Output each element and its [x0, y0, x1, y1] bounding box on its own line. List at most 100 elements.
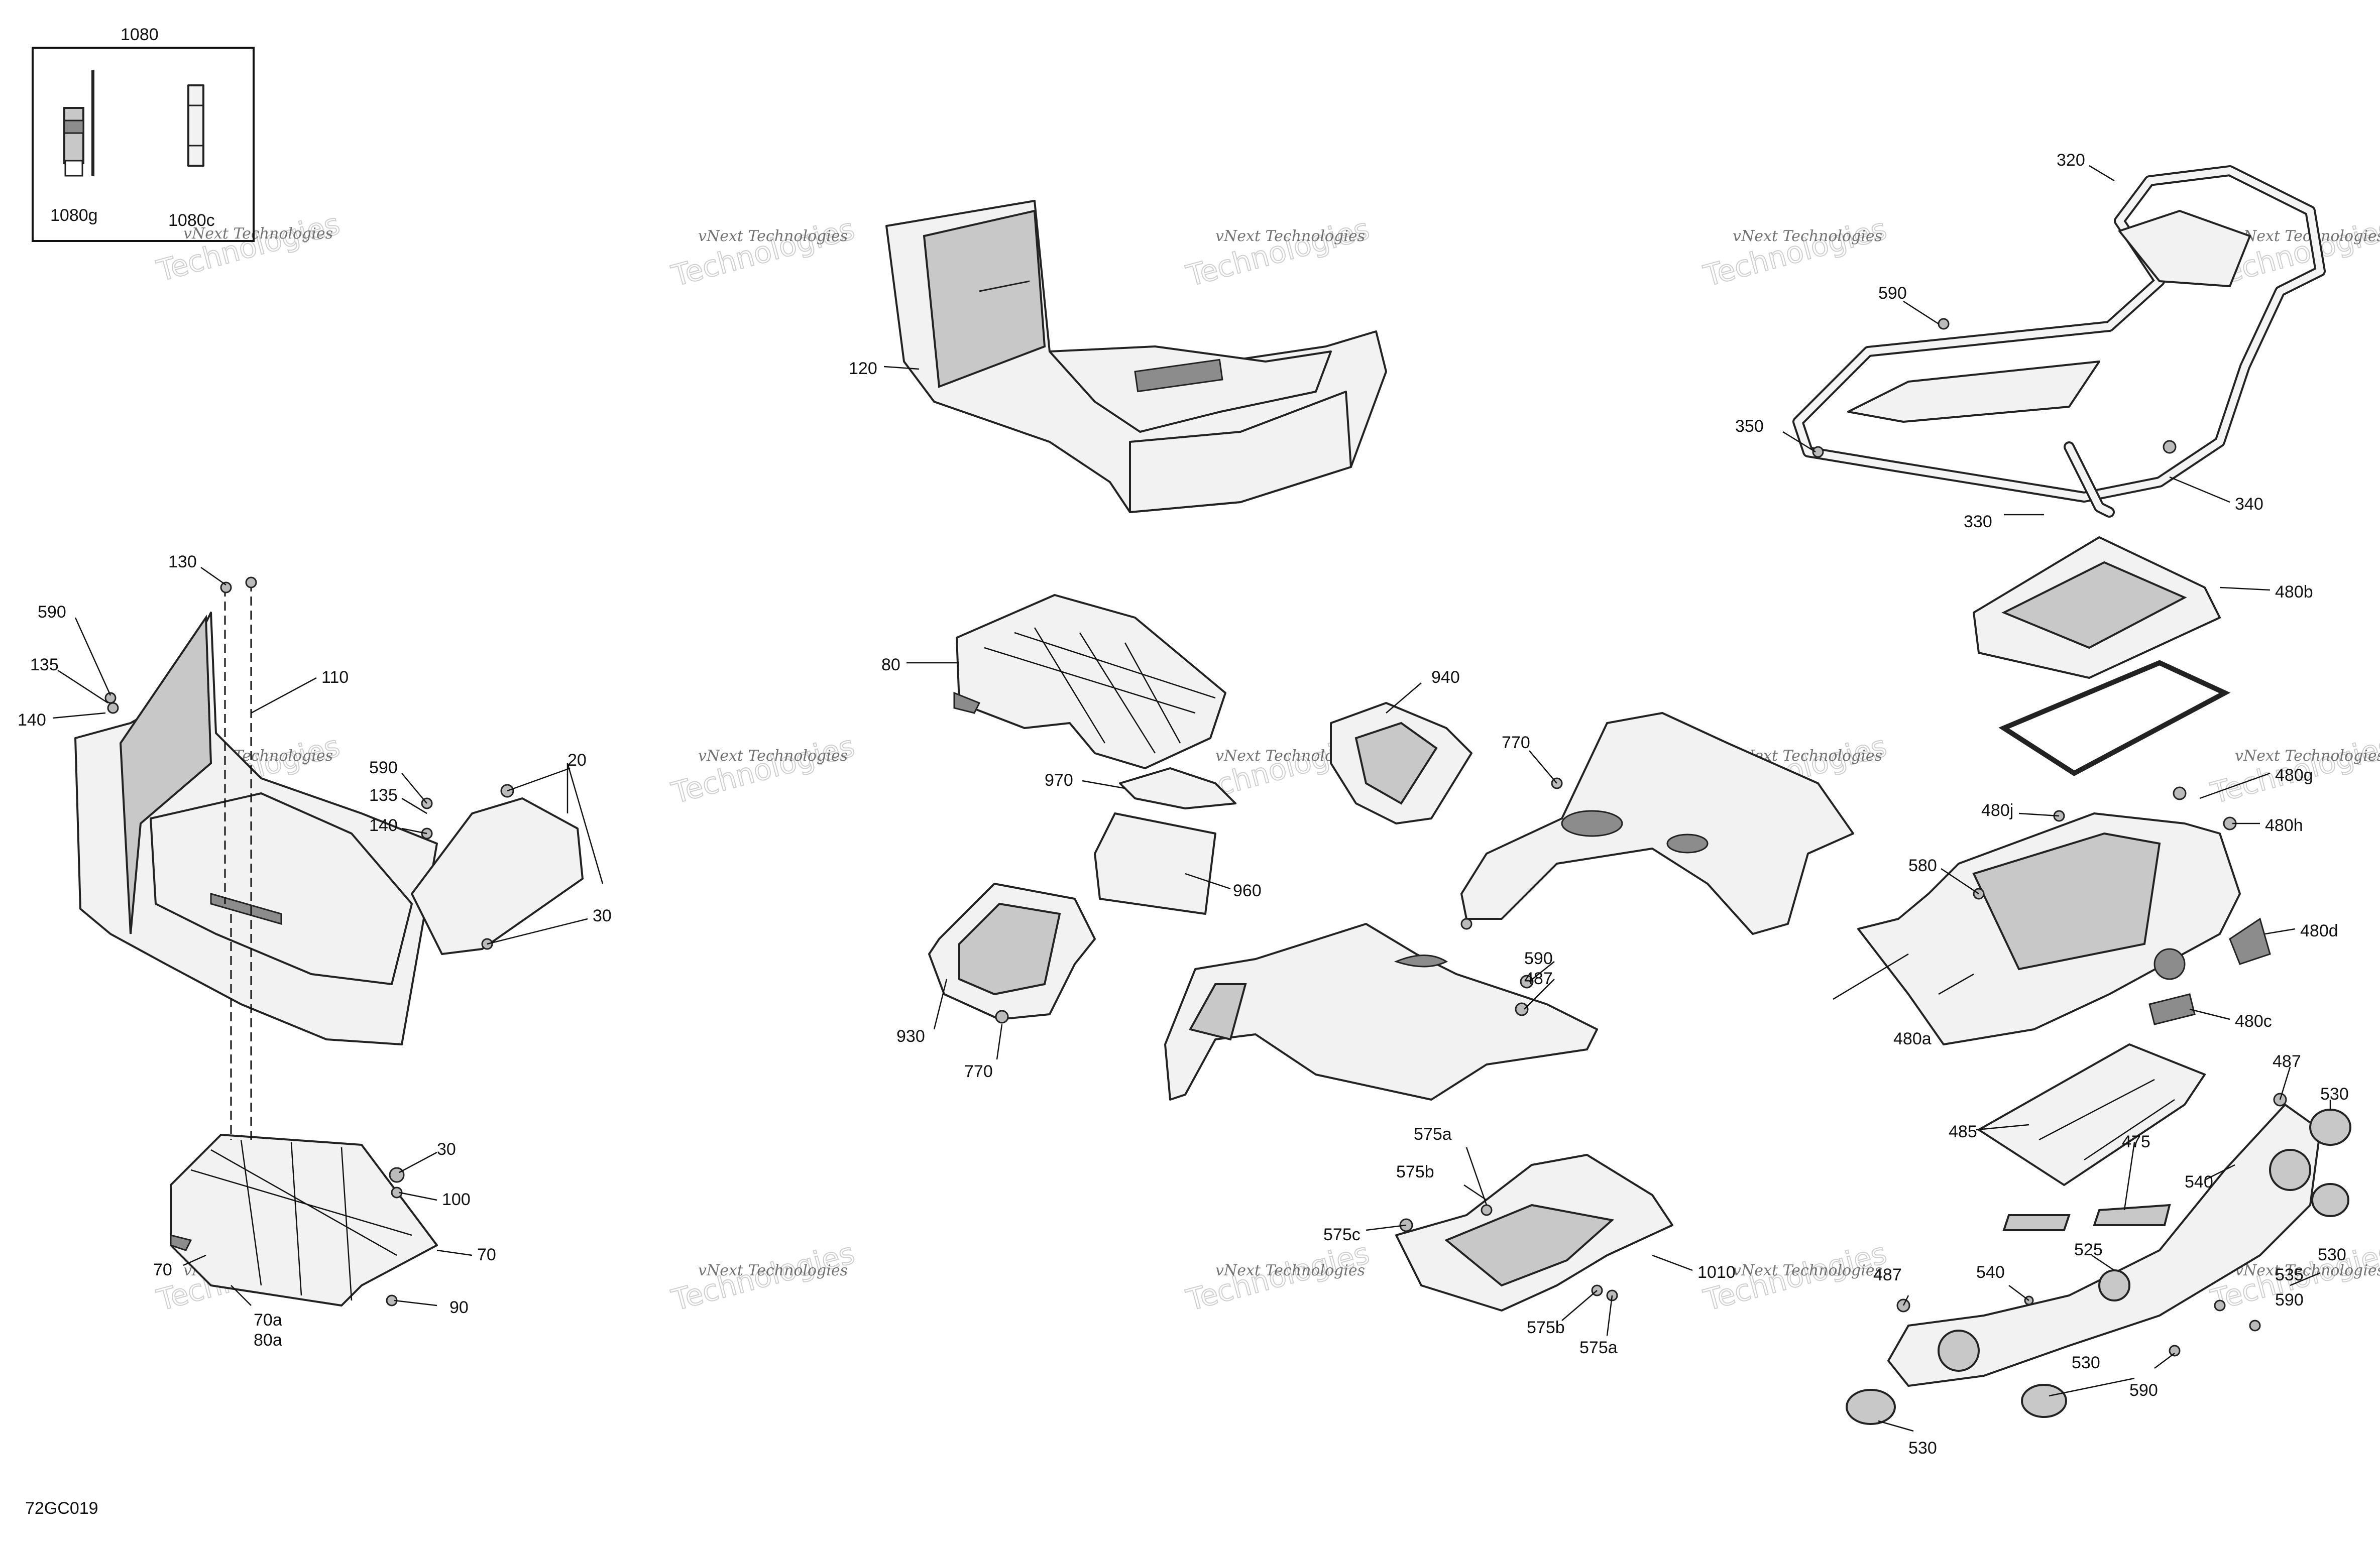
callout-label: 90	[449, 1298, 469, 1317]
callout-label: 530	[2320, 1085, 2349, 1104]
callout-label: 80	[881, 655, 900, 674]
watermark-small-text: vNext Technologies	[2235, 1262, 2380, 1279]
part-480b-lid	[1973, 536, 2221, 679]
watermark-large-text: Technologies	[668, 729, 858, 810]
part-110-front-panel	[74, 612, 584, 1045]
tool-1080c-icon	[187, 84, 204, 167]
callout-label: 575a	[1414, 1125, 1452, 1144]
callout-label: 525	[2074, 1240, 2103, 1259]
watermark: Technologies vNext Technologies	[1182, 211, 1373, 293]
inset-title: 1080	[121, 25, 159, 44]
callout-label: 80a	[254, 1331, 282, 1350]
watermark-small-text: vNext Technologies	[698, 1262, 848, 1279]
callout-label: 575b	[1527, 1318, 1565, 1337]
callout-label: 590	[2275, 1290, 2304, 1310]
callout-label: 480b	[2275, 582, 2313, 602]
part-970-strip	[1119, 767, 1236, 809]
callout-label: 575a	[1579, 1338, 1618, 1357]
part-485-plate	[1978, 1043, 2206, 1186]
front-fender-body	[1164, 923, 1598, 1101]
inset-frame	[32, 47, 255, 242]
callout-label: 770	[964, 1062, 993, 1081]
callout-label: 940	[1431, 668, 1460, 687]
watermark-large-text: Technologies	[1700, 211, 1890, 293]
tool-1080g-icon	[63, 70, 94, 177]
callout-label: 930	[896, 1027, 925, 1046]
callout-label: 340	[2235, 495, 2263, 514]
callout-label: 70	[477, 1245, 496, 1264]
watermark-small-text: vNext Technologies	[183, 225, 333, 243]
callout-label: 110	[321, 668, 349, 687]
callout-label: 535	[2275, 1265, 2304, 1284]
callout-label: 480a	[1893, 1029, 1932, 1048]
callout-label: 480g	[2275, 766, 2313, 785]
callout-label: 140	[18, 710, 46, 730]
callout-label: 135	[369, 786, 398, 805]
part-475-pad	[2002, 1204, 2171, 1231]
watermark-small-text: vNext Technologies	[1733, 227, 1882, 245]
callout-label: 530	[1908, 1439, 1937, 1458]
callout-label: 70a	[254, 1311, 282, 1330]
part-480c-panel	[2148, 993, 2196, 1025]
part-530-reflector	[1846, 1109, 2351, 1425]
callout-label: 487	[2273, 1052, 2301, 1071]
callout-label: 480c	[2235, 1012, 2272, 1031]
callout-label: 590	[369, 758, 398, 777]
callout-label: 135	[30, 655, 59, 674]
callout-label: 350	[1735, 417, 1764, 436]
callout-label: 580	[1908, 856, 1937, 875]
part-930-vent	[928, 883, 1096, 1024]
inset-item-label: 1080c	[168, 211, 215, 230]
watermark-small-text: vNext Technologies	[698, 227, 848, 245]
part-70-footrest-grate	[170, 1134, 438, 1307]
callout-label: 770	[1502, 733, 1530, 752]
callout-label: 540	[2185, 1172, 2213, 1192]
watermark: Technologies vNext Technologies	[667, 211, 858, 293]
watermark-large-text: Technologies	[668, 211, 858, 293]
part-80-grid-frame	[953, 594, 1226, 769]
callout-label: 320	[2057, 151, 2085, 170]
watermark-small-text: vNext Technologies	[2235, 747, 2380, 765]
callout-label: 30	[437, 1140, 456, 1159]
watermark: Technologies vNext Technologies	[1182, 1235, 1373, 1318]
watermark: Technologies vNext Technologies	[667, 1235, 858, 1318]
callout-label: 30	[593, 906, 612, 925]
watermark-small-text: vNext Technologies	[698, 747, 848, 765]
callout-label: 480j	[1981, 801, 2013, 820]
part-120-center-body	[885, 200, 1387, 513]
callout-label: 540	[1976, 1263, 2005, 1282]
callout-label: 530	[2318, 1245, 2346, 1264]
callout-label: 575b	[1396, 1162, 1434, 1181]
callout-label: 20	[568, 751, 587, 770]
callout-label: 970	[1045, 771, 1073, 790]
callout-label: 530	[2072, 1353, 2100, 1372]
callout-label: 120	[849, 359, 877, 378]
callout-label: 130	[168, 552, 197, 571]
callout-label: 70	[153, 1260, 172, 1279]
watermark-small-text: vNext Technologies	[1215, 227, 1365, 245]
callout-label: 590	[2129, 1381, 2158, 1400]
callout-label: 590	[38, 603, 66, 622]
callout-label: 480d	[2300, 921, 2338, 940]
watermark: Technologies vNext Technologies	[1699, 211, 1890, 293]
callout-label: 475	[2122, 1132, 2150, 1151]
callout-label: 140	[369, 816, 398, 835]
watermark-large-text: Technologies	[1183, 211, 1373, 293]
callout-label: 590	[1878, 284, 1907, 303]
inset-kit-1080: 1080 1080g 1080c	[32, 25, 255, 242]
diagram-code: 72GC019	[25, 1499, 98, 1518]
watermark: Technologies vNext Technologies	[667, 728, 858, 810]
callout-label: 960	[1233, 881, 1262, 900]
callout-label: 100	[442, 1190, 471, 1209]
callout-label: 480h	[2265, 816, 2303, 835]
part-480-seal	[1998, 660, 2231, 776]
watermark-small-text: vNext Technologies	[2235, 227, 2380, 245]
callout-label: 575c	[1323, 1225, 1361, 1244]
part-480d-panel	[2229, 917, 2271, 965]
callout-label: 485	[1949, 1122, 1977, 1141]
callout-label: 330	[1964, 512, 1992, 531]
callout-label: 487	[1873, 1265, 1902, 1284]
callout-label: 487	[1524, 969, 1553, 988]
part-960-plate	[1094, 812, 1216, 915]
